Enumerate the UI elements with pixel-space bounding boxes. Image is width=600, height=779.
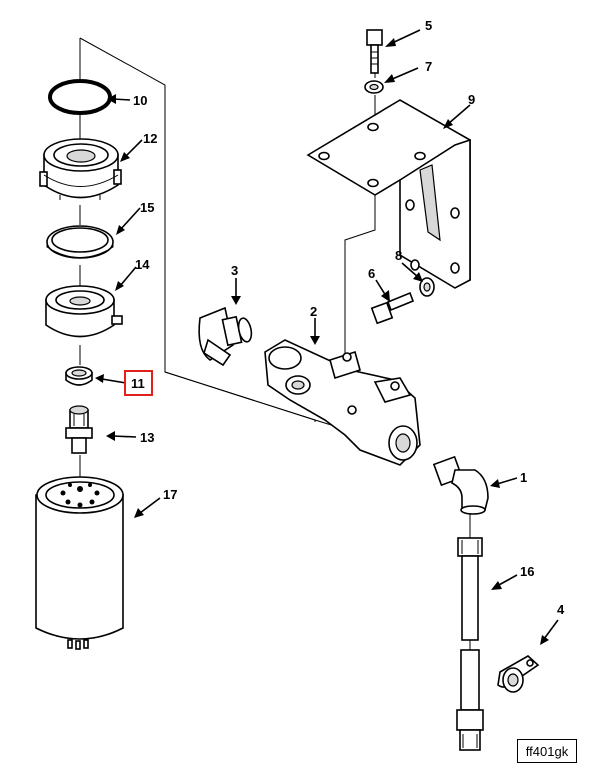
- callout-7: 7: [425, 59, 432, 74]
- figure-code-label: ff401gk: [517, 739, 577, 763]
- leader-5: [385, 29, 421, 47]
- part-3-elbow: [198, 306, 253, 367]
- leader-1: [490, 477, 518, 488]
- callout-8: 8: [395, 248, 402, 263]
- callout-14: 14: [135, 257, 150, 272]
- leader-11: [95, 374, 127, 384]
- leader-17: [134, 497, 161, 518]
- part-4-clamp: [497, 655, 540, 693]
- callout-11-highlight[interactable]: [124, 370, 153, 396]
- callout-leaders: [95, 29, 559, 645]
- part-11-seal: [65, 366, 93, 386]
- leader-4: [540, 619, 559, 645]
- part-2-filter-head: [264, 339, 421, 466]
- leader-14: [115, 266, 137, 291]
- callout-11: 11: [131, 376, 145, 391]
- leader-8: [401, 262, 423, 282]
- leader-12: [120, 139, 143, 162]
- part-6-capscrew: [370, 291, 415, 325]
- assembly-guide-lines: [79, 37, 471, 650]
- callout-16: 16: [520, 564, 534, 579]
- part-13-nipple: [65, 405, 93, 454]
- leader-3: [231, 278, 241, 305]
- leader-13: [106, 431, 137, 441]
- callout-10: 10: [133, 93, 147, 108]
- callout-labels: 5 7 9 10 12 15 14 3 2 6 8 11 13 17 1 16 …: [131, 18, 565, 617]
- part-14-adapter: [45, 285, 123, 338]
- callout-12: 12: [143, 131, 157, 146]
- part-1-elbow-fitting: [432, 455, 489, 515]
- part-15-gasket: [46, 225, 114, 259]
- part-9-bracket: [306, 99, 471, 289]
- leader-10: [107, 94, 131, 104]
- callout-2: 2: [310, 304, 317, 319]
- callout-4: 4: [557, 602, 565, 617]
- callout-1: 1: [520, 470, 527, 485]
- part-10-o-ring: [48, 79, 112, 115]
- callout-15: 15: [140, 200, 154, 215]
- leader-9: [443, 104, 471, 129]
- part-8-lockwasher: [419, 277, 435, 297]
- part-12-filter-cap: [39, 138, 122, 200]
- leader-15: [116, 207, 141, 235]
- part-16-hose: [456, 537, 484, 751]
- leader-6: [375, 279, 390, 302]
- part-7-washer: [364, 80, 384, 94]
- callout-9: 9: [468, 92, 475, 107]
- leader-16: [491, 574, 518, 590]
- part-5-bolt: [366, 29, 383, 74]
- callout-17: 17: [163, 487, 177, 502]
- leader-7: [384, 67, 419, 83]
- leader-2: [310, 318, 320, 345]
- callout-13: 13: [140, 430, 154, 445]
- callout-6: 6: [368, 266, 375, 281]
- callout-3: 3: [231, 263, 238, 278]
- part-17-filter: [35, 476, 124, 650]
- callout-5: 5: [425, 18, 432, 33]
